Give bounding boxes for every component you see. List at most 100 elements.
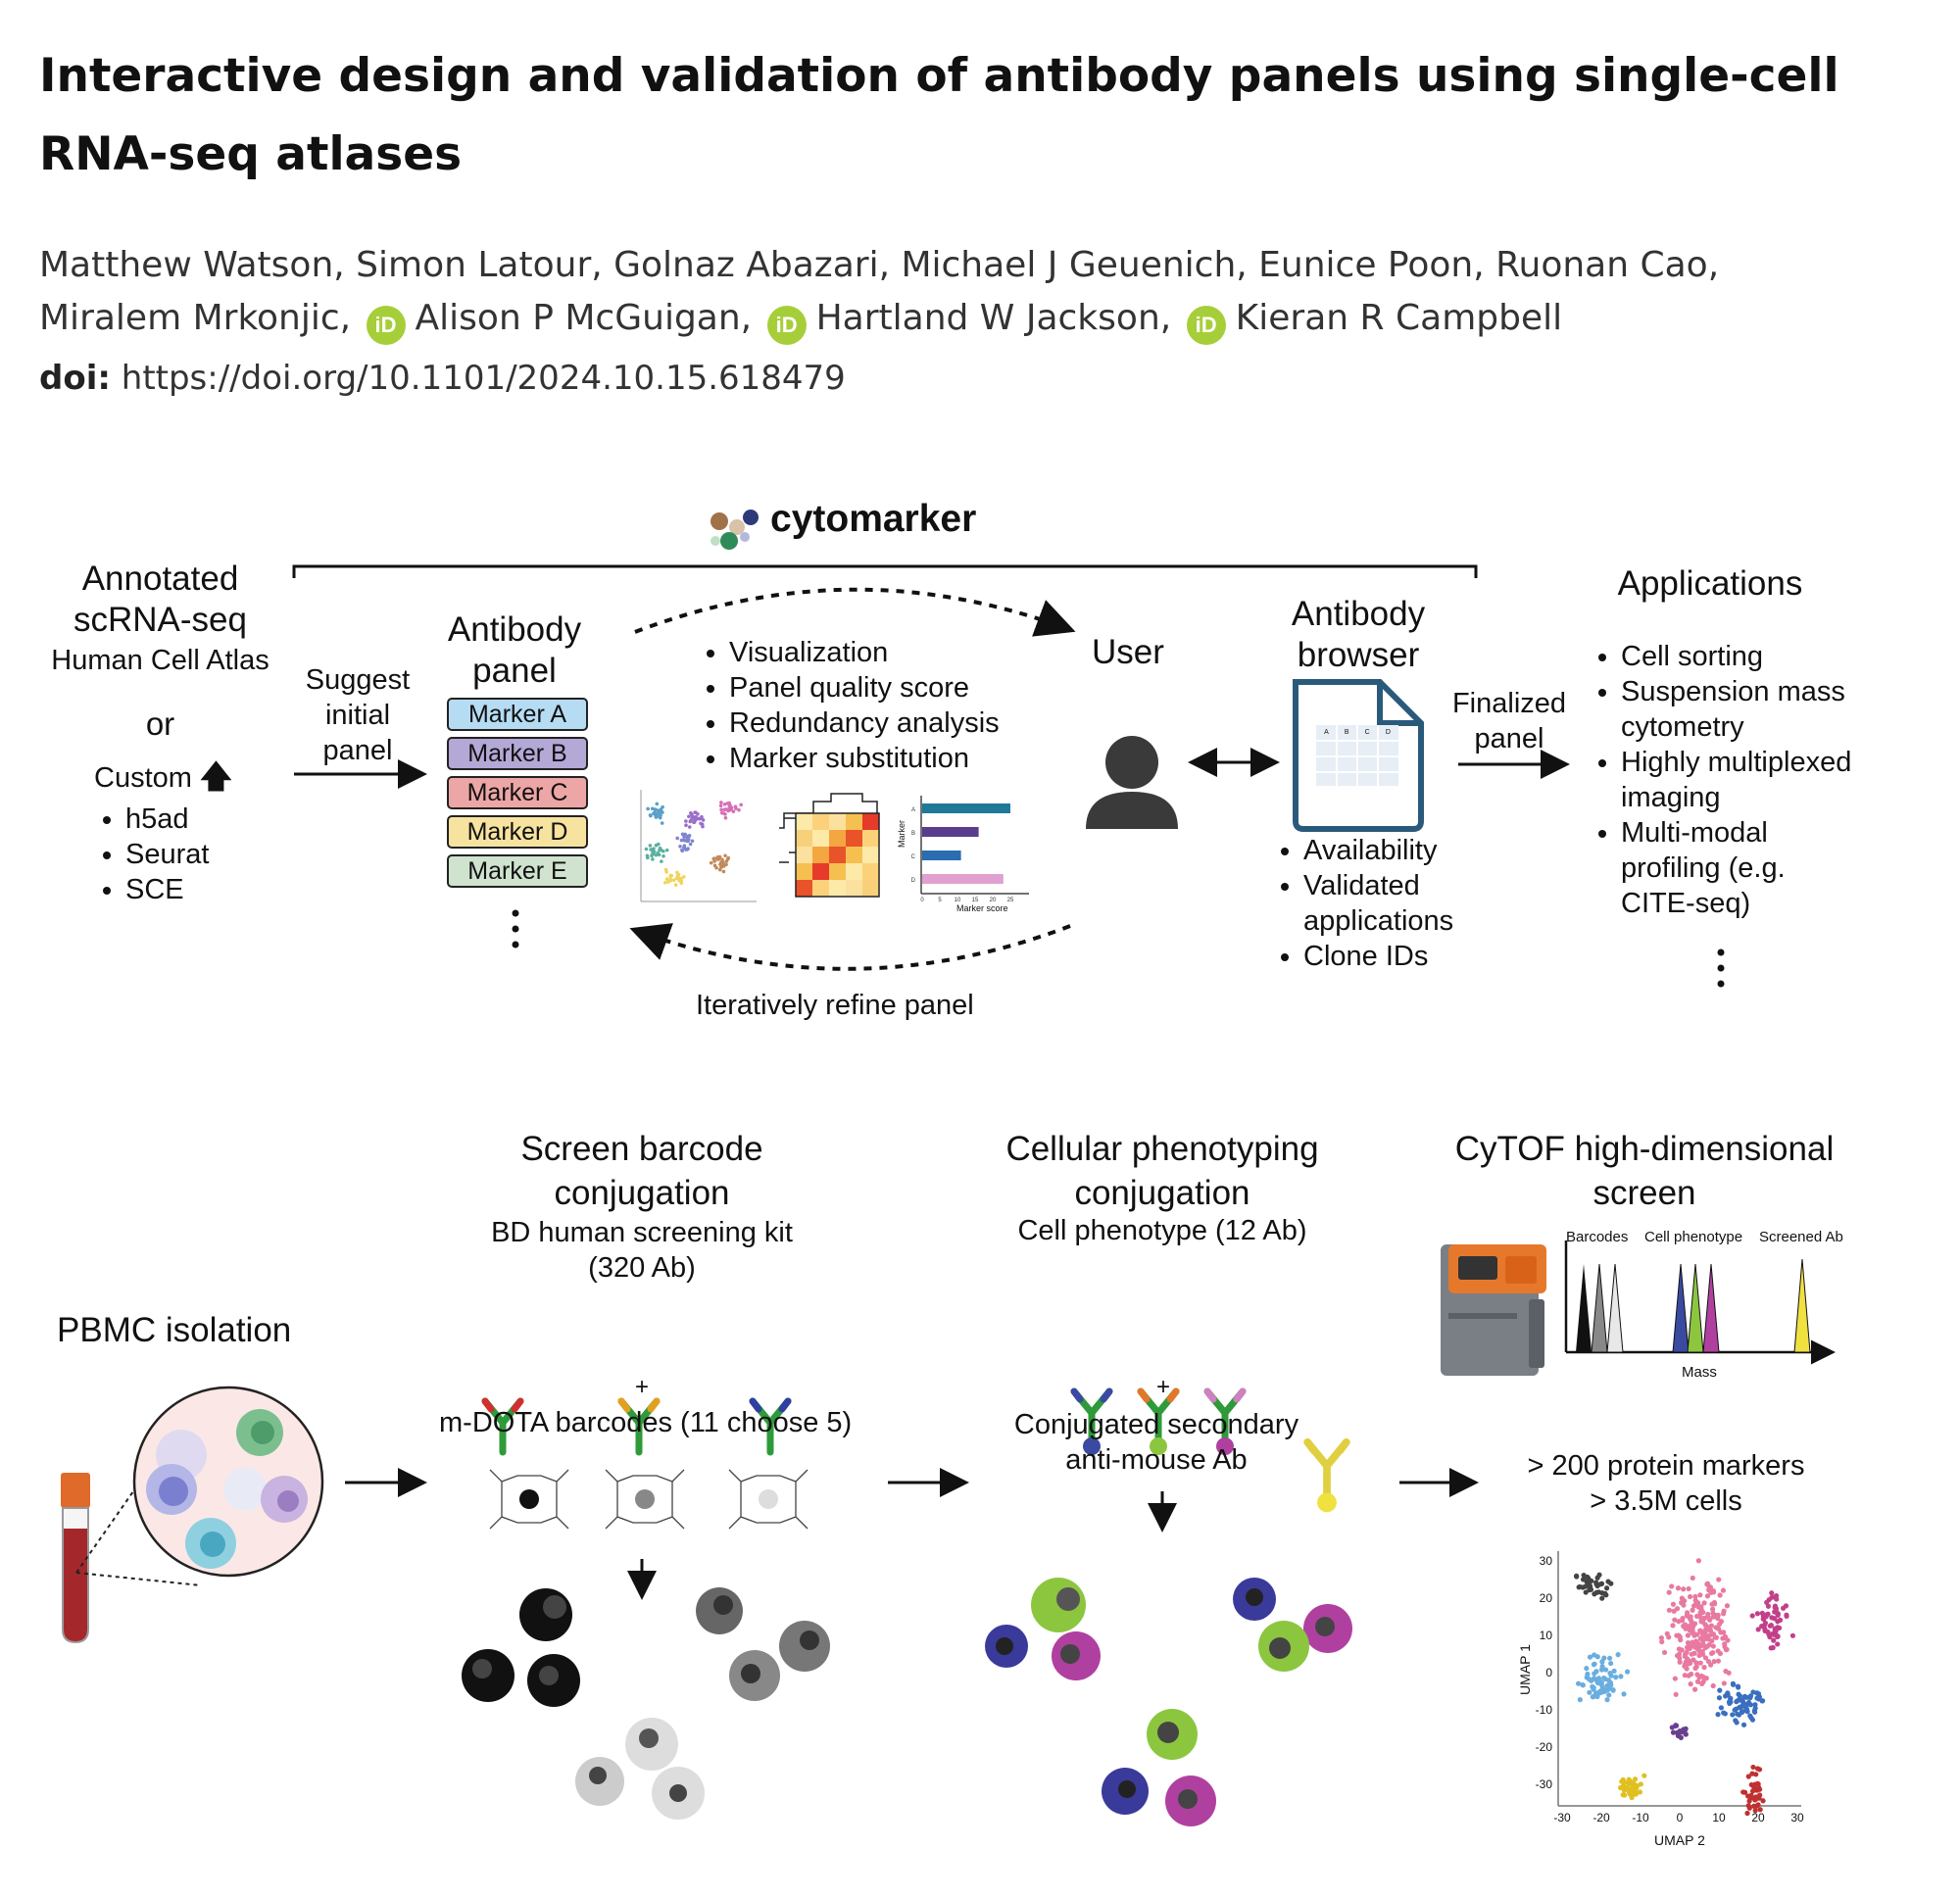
umap-point [1698, 1619, 1704, 1625]
umap-point [1715, 1712, 1721, 1718]
umap-point [1775, 1612, 1781, 1619]
bar-xtick-label: 25 [1007, 898, 1014, 903]
umap-point [1676, 1619, 1682, 1625]
umap-point [1765, 1603, 1772, 1609]
umap-point [1762, 1620, 1769, 1627]
umap-point [1577, 1697, 1583, 1703]
umap-point [1754, 1611, 1761, 1617]
document-icon [1293, 679, 1424, 832]
umap-point [1697, 1592, 1703, 1598]
umap-point [1705, 1658, 1712, 1665]
umap-point [1734, 1699, 1740, 1705]
bar-xtick-label: 10 [955, 898, 961, 903]
author-name[interactable]: Kieran R Campbell [1235, 298, 1563, 338]
author-name[interactable]: Hartland W Jackson, [815, 298, 1172, 338]
umap-point [1699, 1680, 1705, 1687]
doi-link[interactable]: https://doi.org/10.1101/2024.10.15.61847… [121, 359, 846, 398]
marker-b[interactable]: Marker B [447, 737, 588, 770]
cytof-stat-markers: > 200 protein markers [1527, 1450, 1805, 1482]
bar [922, 803, 1010, 813]
screen-barcodes: m-DOTA barcodes (11 choose 5) [439, 1407, 853, 1438]
umap-point [1599, 1590, 1605, 1596]
author-list: Matthew Watson, Simon Latour, Golnaz Aba… [39, 239, 1901, 345]
umap-point [1666, 1607, 1673, 1613]
antibody-icons [481, 1387, 1350, 1513]
author-name[interactable]: Alison P McGuigan, [415, 298, 753, 338]
umap-point [1754, 1787, 1760, 1793]
umap-point [1718, 1705, 1724, 1711]
umap-point [1710, 1587, 1717, 1594]
more-applications-dots [1717, 948, 1725, 988]
umap-point [1690, 1657, 1696, 1663]
screen-title: Screen barcode conjugation [520, 1130, 763, 1212]
umap-point [1765, 1611, 1771, 1617]
umap-ylabel: UMAP 1 [1516, 1644, 1533, 1695]
umap-point [1704, 1643, 1710, 1649]
umap-point [1673, 1691, 1679, 1697]
umap-point [1768, 1623, 1774, 1629]
umap-point [1676, 1651, 1683, 1657]
umap-point [1594, 1654, 1600, 1660]
umap-point [1679, 1600, 1685, 1606]
custom-upload[interactable]: Custom 🡅 [94, 754, 232, 807]
umap-ytick: 0 [1545, 1666, 1552, 1679]
umap-point [1720, 1587, 1727, 1593]
umap-point [1772, 1604, 1778, 1611]
umap-point [1726, 1699, 1733, 1705]
umap-point [1697, 1628, 1704, 1633]
feature-item: Visualization [729, 635, 1000, 670]
pbmc-cells-icon [132, 1386, 324, 1578]
umap-point [1740, 1722, 1747, 1727]
umap-point [1722, 1641, 1728, 1647]
format-item: Seurat [125, 837, 209, 872]
umap-point [1757, 1807, 1763, 1813]
umap-point [1637, 1789, 1643, 1795]
umap-point [1704, 1581, 1710, 1587]
cytomarker-logo-icon [710, 510, 759, 550]
umap-point [1673, 1723, 1679, 1728]
umap-point [1598, 1679, 1605, 1686]
umap-point [1592, 1661, 1597, 1667]
to-user-arrow [634, 587, 1076, 637]
author-name[interactable]: Miralem Mrkonjic, [39, 298, 352, 338]
umap-point [1681, 1586, 1687, 1592]
pbmc-label: PBMC isolation [57, 1311, 292, 1349]
umap-point [1715, 1658, 1722, 1664]
umap-xtick: -10 [1632, 1811, 1649, 1824]
marker-a[interactable]: Marker A [447, 698, 588, 731]
bar-chart-xlabel: Marker score [956, 903, 1008, 913]
umap-point [1715, 1648, 1721, 1654]
mini-table-col: B [1344, 729, 1349, 736]
more-markers-dots [512, 909, 519, 948]
marker-e[interactable]: Marker E [447, 854, 588, 888]
umap-point [1627, 1791, 1633, 1797]
umap-point [1593, 1678, 1599, 1683]
orcid-icon[interactable]: iD [766, 306, 807, 345]
marker-c[interactable]: Marker C [447, 776, 588, 809]
umap-point [1687, 1660, 1693, 1667]
umap-point [1739, 1709, 1745, 1715]
umap-point [1724, 1646, 1730, 1653]
suggest-label: Suggest initial panel [305, 664, 411, 766]
umap-point [1722, 1633, 1729, 1639]
umap-point [1659, 1638, 1665, 1645]
umap-point [1608, 1660, 1614, 1667]
umap-point [1694, 1678, 1701, 1684]
umap-point [1724, 1603, 1731, 1609]
umap-point [1693, 1638, 1699, 1644]
mass-axis-label: Mass [1682, 1364, 1717, 1381]
orcid-icon[interactable]: iD [1186, 306, 1226, 345]
marker-d[interactable]: Marker D [447, 815, 588, 849]
umap-xtick: 30 [1790, 1811, 1804, 1824]
umap-point [1767, 1634, 1773, 1640]
umap-point [1713, 1625, 1719, 1630]
umap-point [1703, 1676, 1709, 1681]
umap-point [1754, 1690, 1760, 1696]
umap-point [1689, 1671, 1694, 1678]
umap-point [1672, 1617, 1678, 1623]
umap-point [1587, 1689, 1592, 1695]
umap-point [1769, 1615, 1775, 1621]
umap-point [1691, 1632, 1697, 1638]
orcid-icon[interactable]: iD [366, 306, 406, 345]
